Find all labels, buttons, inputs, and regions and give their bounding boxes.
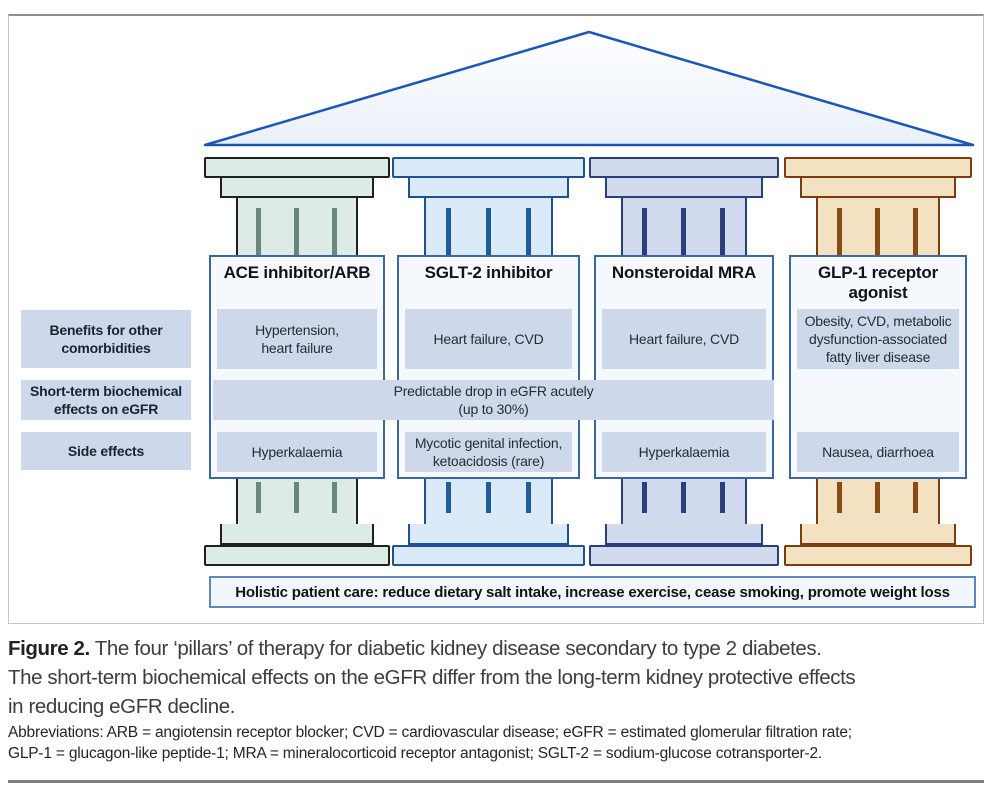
pillar-glp1-receptor-agonist: GLP-1 receptor agonist Obesity, CVD, met… bbox=[784, 16, 972, 622]
pillar-sglt2-inhibitor: SGLT-2 inhibitor Heart failure, CVD Myco… bbox=[392, 16, 585, 622]
base-mid-bar bbox=[220, 524, 374, 545]
drug-title: Nonsteroidal MRA bbox=[611, 263, 757, 282]
figure-number-label: Figure 2. bbox=[8, 637, 90, 660]
column-flute bbox=[720, 208, 726, 256]
capital-mid-bar bbox=[605, 178, 763, 198]
caption-line: The short-term biochemical effects on th… bbox=[8, 666, 856, 689]
row-label-benefits: Benefits for other comorbidities bbox=[21, 310, 191, 368]
capital-top-bar bbox=[204, 157, 390, 178]
capital-mid-bar bbox=[408, 178, 569, 198]
column-flute bbox=[681, 482, 686, 513]
column-flute bbox=[331, 208, 337, 256]
column-flute bbox=[445, 482, 451, 513]
column-shaft-bottom bbox=[424, 479, 553, 524]
drug-panel: ACE inhibitor/ARB Hypertension, heart fa… bbox=[209, 255, 385, 479]
column-flute bbox=[294, 208, 299, 256]
base-mid-bar bbox=[800, 524, 956, 545]
caption-text: The four ‘pillars’ of therapy for diabet… bbox=[89, 637, 822, 660]
drug-title: SGLT-2 inhibitor bbox=[424, 263, 553, 282]
column-flute bbox=[875, 482, 880, 513]
column-flute bbox=[641, 208, 647, 256]
pillar-nonsteroidal-mra: Nonsteroidal MRA Heart failure, CVD Hype… bbox=[589, 16, 779, 622]
side-effects-cell: Mycotic genital infection, ketoacidosis … bbox=[405, 432, 572, 472]
column-flute bbox=[681, 208, 686, 256]
column-flute bbox=[525, 482, 531, 513]
abbreviations-block: Abbreviations: ARB = angiotensin recepto… bbox=[8, 722, 996, 764]
base-bottom-bar bbox=[392, 545, 585, 566]
capital-mid-bar bbox=[220, 178, 374, 198]
base-bottom-bar bbox=[204, 545, 390, 566]
column-shaft-top bbox=[816, 198, 940, 256]
column-flute bbox=[720, 482, 726, 513]
column-flute bbox=[294, 482, 299, 513]
column-flute bbox=[525, 208, 531, 256]
side-effects-cell: Hyperkalaemia bbox=[602, 432, 766, 472]
drug-title: GLP-1 receptor agonist bbox=[817, 263, 938, 302]
base-mid-bar bbox=[408, 524, 569, 545]
column-shaft-top bbox=[621, 198, 747, 256]
column-shaft-top bbox=[236, 198, 358, 256]
column-flute bbox=[256, 482, 262, 513]
column-flute bbox=[836, 482, 842, 513]
pediment-roof bbox=[203, 30, 975, 147]
drug-title: ACE inhibitor/ARB bbox=[223, 263, 371, 282]
benefit-cell: Hypertension, heart failure bbox=[217, 309, 377, 369]
caption-line: in reducing eGFR decline. bbox=[8, 695, 236, 718]
holistic-care-bar: Holistic patient care: reduce dietary sa… bbox=[209, 576, 976, 608]
base-bottom-bar bbox=[784, 545, 972, 566]
column-flute bbox=[913, 208, 919, 256]
capital-top-bar bbox=[784, 157, 972, 178]
abbreviations-line: Abbreviations: ARB = angiotensin recepto… bbox=[8, 724, 852, 741]
column-flute bbox=[331, 482, 337, 513]
column-shaft-bottom bbox=[236, 479, 358, 524]
capital-top-bar bbox=[392, 157, 585, 178]
benefit-cell: Heart failure, CVD bbox=[602, 309, 766, 369]
row-label-side-effects: Side effects bbox=[21, 432, 191, 470]
column-flute bbox=[485, 208, 491, 256]
caption-line: Figure 2. The four ‘pillars’ of therapy … bbox=[8, 634, 996, 663]
capital-mid-bar bbox=[800, 178, 956, 198]
figure-diagram-frame: ACE inhibitor/ARB Hypertension, heart fa… bbox=[8, 14, 984, 624]
column-flute bbox=[836, 208, 842, 256]
page-divider-rule bbox=[8, 780, 984, 783]
capital-top-bar bbox=[589, 157, 779, 178]
benefit-cell: Obesity, CVD, metabolic dysfunction-asso… bbox=[797, 309, 959, 369]
abbreviations-line: GLP-1 = glucagon-like peptide-1; MRA = m… bbox=[8, 745, 822, 762]
base-mid-bar bbox=[605, 524, 763, 545]
egfr-effect-band: Predictable drop in eGFR acutely (up to … bbox=[213, 380, 774, 420]
column-flute bbox=[641, 482, 647, 513]
column-shaft-bottom bbox=[621, 479, 747, 524]
column-shaft-top bbox=[424, 198, 553, 256]
figure-caption: Figure 2. The four ‘pillars’ of therapy … bbox=[8, 634, 996, 721]
column-flute bbox=[256, 208, 262, 256]
column-flute bbox=[445, 208, 451, 256]
column-flute bbox=[485, 482, 491, 513]
side-effects-cell: Nausea, diarrhoea bbox=[797, 432, 959, 472]
base-bottom-bar bbox=[589, 545, 779, 566]
column-shaft-bottom bbox=[816, 479, 940, 524]
drug-panel: SGLT-2 inhibitor Heart failure, CVD Myco… bbox=[397, 255, 580, 479]
pillar-ace-inhibitor-arb: ACE inhibitor/ARB Hypertension, heart fa… bbox=[204, 16, 390, 622]
column-flute bbox=[913, 482, 919, 513]
drug-panel: Nonsteroidal MRA Heart failure, CVD Hype… bbox=[594, 255, 774, 479]
drug-panel: GLP-1 receptor agonist Obesity, CVD, met… bbox=[789, 255, 967, 479]
benefit-cell: Heart failure, CVD bbox=[405, 309, 572, 369]
column-flute bbox=[875, 208, 880, 256]
side-effects-cell: Hyperkalaemia bbox=[217, 432, 377, 472]
row-label-egfr-effects: Short-term biochemical effects on eGFR bbox=[21, 380, 191, 420]
